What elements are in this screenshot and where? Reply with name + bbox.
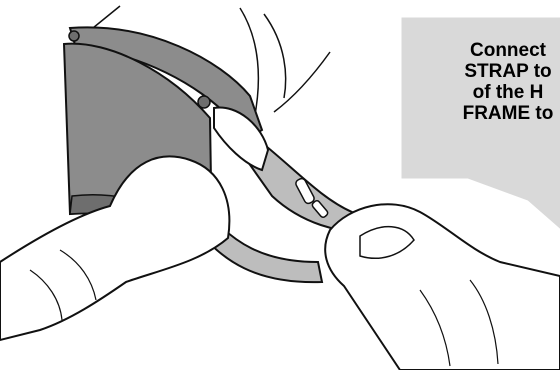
callout-line: FRAME to — [408, 103, 560, 124]
callout-line: Connect — [408, 40, 560, 61]
frame-pin — [69, 31, 79, 41]
motion-line — [264, 14, 286, 98]
right-gloved-hand — [325, 204, 560, 370]
callout-line: STRAP to — [408, 61, 560, 82]
motion-line — [274, 52, 330, 112]
callout-line: of the H — [408, 82, 560, 103]
callout-text: Connect STRAP to of the H FRAME to — [408, 40, 560, 124]
glove-finger — [214, 108, 268, 170]
